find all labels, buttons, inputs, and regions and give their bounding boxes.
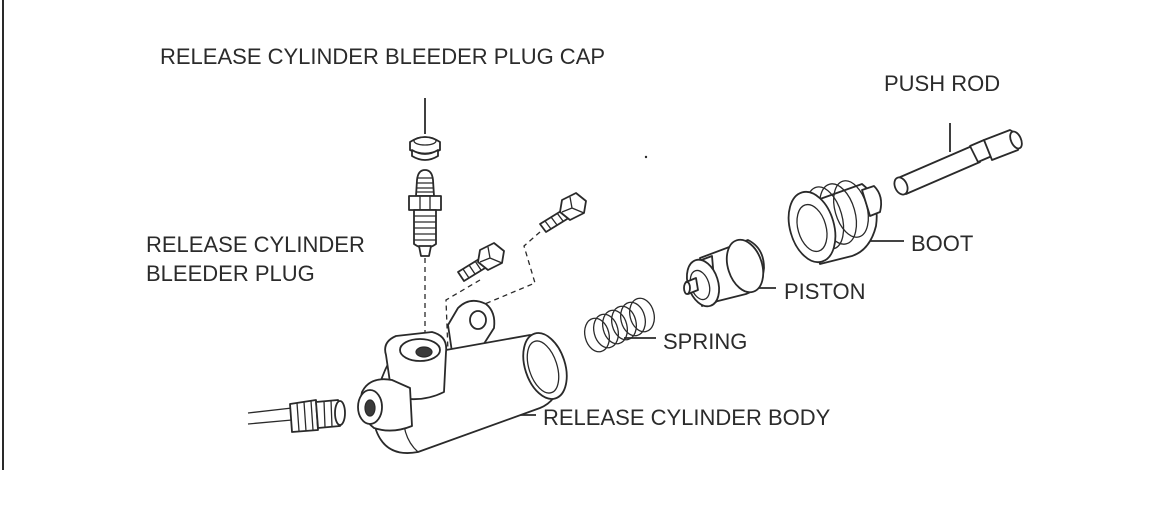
- diagram-dot: [644, 155, 648, 159]
- label-body: RELEASE CYLINDER BODY: [543, 405, 831, 430]
- label-bleeder-plug-cap: RELEASE CYLINDER BLEEDER PLUG CAP: [160, 44, 605, 69]
- release-cylinder-body: [357, 299, 568, 454]
- mounting-bolt-upper: [539, 192, 587, 233]
- assembly-line-bolt2: [479, 231, 541, 307]
- bleeder-plug: [408, 169, 442, 257]
- label-boot: BOOT: [911, 231, 973, 256]
- spring: [584, 297, 655, 353]
- piston: [683, 238, 765, 308]
- label-bleeder-plug-line2: BLEEDER PLUG: [146, 261, 315, 286]
- mounting-bolt-lower: [457, 242, 505, 282]
- label-push-rod: PUSH ROD: [884, 71, 1000, 96]
- assembly-line-bolt1: [445, 279, 481, 353]
- bleeder-plug-cap: [409, 136, 441, 161]
- push-rod: [893, 129, 1023, 196]
- label-piston: PISTON: [784, 279, 866, 304]
- hydraulic-pipe: [247, 399, 346, 433]
- label-bleeder-plug-line1: RELEASE CYLINDER: [146, 232, 365, 257]
- boot: [787, 180, 883, 265]
- label-spring: SPRING: [663, 329, 747, 354]
